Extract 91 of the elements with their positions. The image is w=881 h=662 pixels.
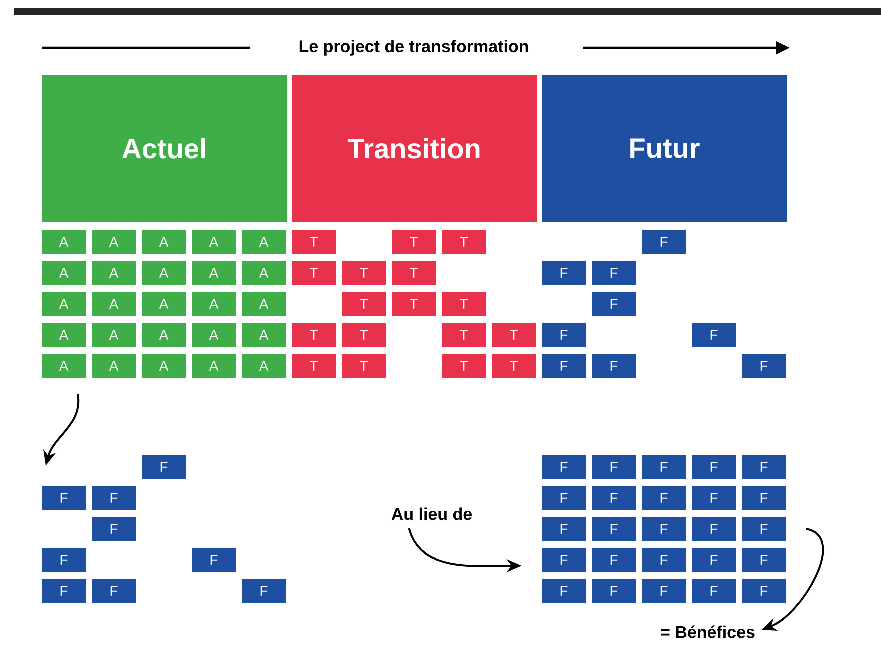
letter-tile: F <box>192 548 236 572</box>
title: Le project de transformation <box>300 40 528 56</box>
letter-tile: F <box>642 517 686 541</box>
letter-tile: F <box>92 579 136 603</box>
letter-tile: F <box>542 455 586 479</box>
letter-tile: T <box>342 261 386 285</box>
letter-tile: F <box>542 517 586 541</box>
letter-tile: A <box>92 261 136 285</box>
letter-tile: F <box>642 455 686 479</box>
stage-box: Actuel <box>42 75 287 222</box>
letter-tile: A <box>192 230 236 254</box>
letter-tile: F <box>542 548 586 572</box>
letter-tile: F <box>692 579 736 603</box>
letter-tile: F <box>742 548 786 572</box>
letter-tile: F <box>592 579 636 603</box>
letter-tile: F <box>542 323 586 347</box>
letter-tile: F <box>542 486 586 510</box>
letter-tile: A <box>42 354 86 378</box>
letter-tile: A <box>42 261 86 285</box>
letter-tile: F <box>742 579 786 603</box>
letter-tile: A <box>42 292 86 316</box>
letter-tile: F <box>42 548 86 572</box>
letter-tile: F <box>692 517 736 541</box>
letter-tile: A <box>242 292 286 316</box>
letter-tile: F <box>592 455 636 479</box>
letter-tile: F <box>592 548 636 572</box>
letter-tile: F <box>592 517 636 541</box>
letter-tile: A <box>92 354 136 378</box>
letter-tile: A <box>42 230 86 254</box>
letter-tile: F <box>642 230 686 254</box>
letter-tile: F <box>92 486 136 510</box>
letter-tile: A <box>192 261 236 285</box>
letter-tile: A <box>42 323 86 347</box>
letter-tile: T <box>292 230 336 254</box>
letter-tile: F <box>642 548 686 572</box>
letter-tile: A <box>142 230 186 254</box>
letter-tile: T <box>342 292 386 316</box>
letter-tile: T <box>392 261 436 285</box>
letter-tile: A <box>242 323 286 347</box>
stage-box: Transition <box>292 75 537 222</box>
letter-tile: T <box>342 354 386 378</box>
note-text: Au lieu de <box>392 508 472 520</box>
letter-tile: F <box>692 548 736 572</box>
letter-tile: F <box>42 579 86 603</box>
letter-tile: T <box>492 354 536 378</box>
letter-tile: F <box>42 486 86 510</box>
letter-tile: F <box>692 486 736 510</box>
letter-tile: F <box>742 455 786 479</box>
letter-tile: F <box>542 261 586 285</box>
letter-tile: F <box>592 354 636 378</box>
letter-tile: F <box>742 486 786 510</box>
letter-tile: A <box>192 292 236 316</box>
letter-tile: T <box>292 354 336 378</box>
letter-tile: F <box>592 486 636 510</box>
letter-tile: T <box>442 230 486 254</box>
letter-tile: T <box>392 292 436 316</box>
letter-tile: T <box>292 261 336 285</box>
letter-tile: A <box>242 261 286 285</box>
letter-tile: F <box>642 579 686 603</box>
letter-tile: T <box>292 323 336 347</box>
letter-tile: A <box>142 354 186 378</box>
letter-tile: F <box>742 517 786 541</box>
letter-tile: A <box>142 261 186 285</box>
letter-tile: F <box>542 579 586 603</box>
letter-tile: A <box>92 292 136 316</box>
letter-tile: T <box>342 323 386 347</box>
letter-tile: A <box>242 354 286 378</box>
letter-tile: F <box>592 292 636 316</box>
note-text: = Bénéfices <box>661 626 755 638</box>
letter-tile: A <box>92 323 136 347</box>
letter-tile: T <box>442 292 486 316</box>
letter-tile: T <box>442 354 486 378</box>
letter-tile: A <box>142 323 186 347</box>
letter-tile: F <box>542 354 586 378</box>
letter-tile: A <box>242 230 286 254</box>
letter-tile: T <box>442 323 486 347</box>
letter-tile: T <box>492 323 536 347</box>
letter-tile: F <box>242 579 286 603</box>
letter-tile: F <box>742 354 786 378</box>
letter-tile: F <box>92 517 136 541</box>
stage-box: Futur <box>542 75 787 222</box>
letter-tile: A <box>192 323 236 347</box>
letter-tile: F <box>692 323 736 347</box>
letter-tile: A <box>142 292 186 316</box>
letter-tile: F <box>642 486 686 510</box>
letter-tile: A <box>192 354 236 378</box>
letter-tile: F <box>592 261 636 285</box>
letter-tile: T <box>392 230 436 254</box>
letter-tile: A <box>92 230 136 254</box>
letter-tile: F <box>692 455 736 479</box>
letter-tile: F <box>142 455 186 479</box>
